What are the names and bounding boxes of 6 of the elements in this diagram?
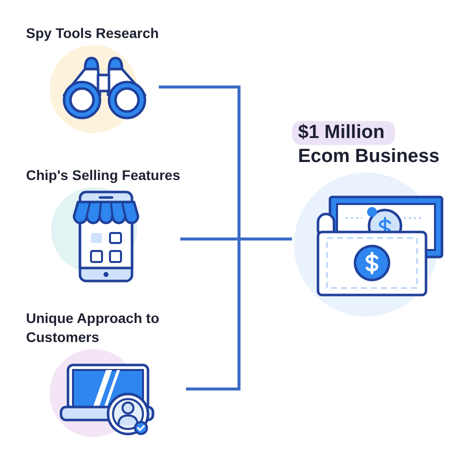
heading-text: Chip's Selling Features — [26, 166, 180, 185]
heading-text: Ecom Business — [298, 145, 440, 169]
connector-line — [186, 238, 292, 390]
highlighted-heading: $1 Million — [292, 121, 395, 145]
heading-text: Unique Approach to Customers — [26, 309, 160, 347]
heading-text: Spy Tools Research — [26, 24, 159, 43]
